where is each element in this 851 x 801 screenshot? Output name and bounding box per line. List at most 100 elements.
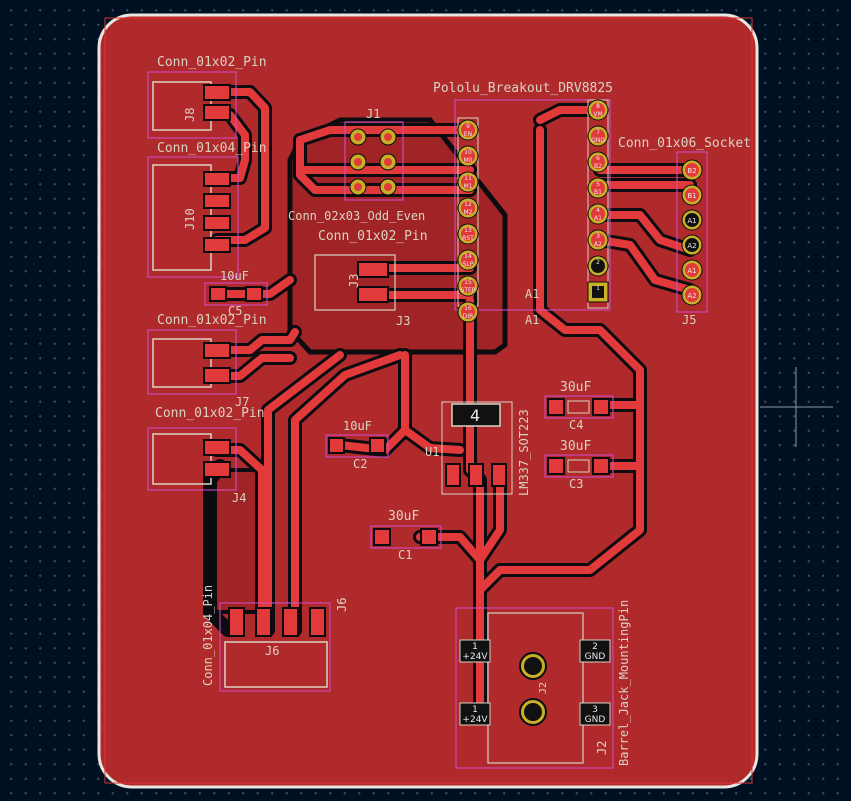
a1-pad-number: 15 <box>464 279 472 286</box>
j6-ref-label: J6 <box>265 644 279 658</box>
j1-value-label: Conn_02x03_Odd_Even <box>288 209 425 223</box>
j2-ref-label: J2 <box>595 741 609 755</box>
j2-pad-number: 3 <box>592 705 598 715</box>
c3-value-label: 30uF <box>560 439 591 454</box>
a1-pad-number: 12 <box>464 201 472 208</box>
a1-pad[interactable]: 6B2 <box>587 151 609 173</box>
footprint-j10[interactable]: Conn_01x04_Pin J10 <box>147 141 267 278</box>
j2-pad[interactable]: 1+24V <box>459 639 491 663</box>
footprint-a1[interactable]: Pololu_Breakout_DRV8825 A1 A1 9EN10M011M… <box>433 81 613 327</box>
j2-value-label: Barrel_Jack_MountingPin <box>617 600 631 766</box>
footprint-c2[interactable]: 10uF C2 <box>325 419 389 471</box>
j5-pad[interactable]: A1 <box>681 259 703 281</box>
board-bounding-box <box>104 17 753 784</box>
c1-ref-label: C1 <box>398 548 412 562</box>
footprint-j8[interactable]: Conn_01x02_Pin J8 <box>147 55 267 139</box>
j2-pad-net: +24V <box>462 715 488 725</box>
footprint-u1[interactable]: 4 LM337_SOT223 U1 <box>425 401 531 496</box>
j5-pad-net: B1 <box>687 192 696 200</box>
footprint-j1[interactable]: J1 Conn_02x03_Odd_Even <box>288 107 425 223</box>
a1-pad-number: 6 <box>596 155 600 162</box>
j2-pad-number: 1 <box>472 642 478 652</box>
j5-ref-label: J5 <box>682 313 696 327</box>
a1-value-label: Pololu_Breakout_DRV8825 <box>433 81 613 96</box>
j2-pad-net: GND <box>585 652 606 662</box>
j2-pad[interactable]: 1+24V <box>459 702 491 726</box>
a1-pad-number: 16 <box>464 305 472 312</box>
c1-value-label: 30uF <box>388 509 419 524</box>
c3-ref-label: C3 <box>569 477 583 491</box>
a1-pad-number: 1 <box>596 285 600 292</box>
j3-ref-label: J3 <box>396 314 410 328</box>
u1-value-label: LM337_SOT223 <box>517 409 531 496</box>
a1-pad-net: M0 <box>464 157 473 164</box>
j3-ref-label-side: J3 <box>347 274 361 288</box>
footprint-c1[interactable]: 30uF C1 <box>370 509 442 562</box>
j5-pad-net: B2 <box>687 167 696 175</box>
j5-pad-net: A2 <box>687 292 696 300</box>
j3-value-label: Conn_01x02_Pin <box>318 229 428 244</box>
a1-pad-number: 10 <box>464 149 472 156</box>
u1-tab-pad-label: 4 <box>470 406 480 425</box>
a1-pad-net: B1 <box>594 189 602 196</box>
j2-pad-number: 1 <box>472 705 478 715</box>
a1-pad-net: DIR <box>463 313 474 320</box>
j7-value-label: Conn_01x02_Pin <box>157 313 267 328</box>
a1-pad-number: 4 <box>596 207 600 214</box>
j8-ref-label: J8 <box>183 108 197 122</box>
footprint-c5[interactable]: 10uF C5 <box>204 269 268 318</box>
j2-ref-label-center: J2 <box>538 682 549 694</box>
j2-pad-net: +24V <box>462 652 488 662</box>
c4-ref-label: C4 <box>569 418 583 432</box>
j4-ref-label: J4 <box>232 491 246 505</box>
j5-pad[interactable]: B1 <box>681 184 703 206</box>
footprint-j6[interactable]: Conn_01x04_Pin J6 J6 <box>201 585 349 692</box>
a1-pad[interactable]: 2 <box>587 255 609 277</box>
j5-pad[interactable]: A2 <box>681 234 703 256</box>
j2-pad-net: GND <box>585 715 606 725</box>
a1-pad-number: 9 <box>466 123 470 130</box>
a1-pad[interactable]: 1 <box>587 281 609 303</box>
a1-pad[interactable]: 4A1 <box>587 203 609 225</box>
footprint-j7[interactable]: Conn_01x02_Pin J7 <box>147 313 267 409</box>
a1-pad-net: M1 <box>464 183 473 190</box>
footprint-c4[interactable]: 30uF C4 <box>544 380 614 432</box>
footprint-j4[interactable]: Conn_01x02_Pin J4 <box>147 406 265 505</box>
footprint-j3[interactable]: Conn_01x02_Pin J3 J3 <box>314 229 428 328</box>
a1-pad-number: 11 <box>464 175 472 182</box>
j5-pad-net: A1 <box>687 217 696 225</box>
footprint-c3[interactable]: 30uF C3 <box>544 439 614 491</box>
a1-pad[interactable]: 8VM <box>587 99 609 121</box>
a1-ref-label: A1 <box>525 287 539 301</box>
c5-ref-label: C5 <box>228 304 242 318</box>
j6-ref-label-side: J6 <box>335 598 349 612</box>
a1-pad-net: EN <box>464 131 472 138</box>
j5-pad[interactable]: A1 <box>681 209 703 231</box>
j5-pad[interactable]: B2 <box>681 159 703 181</box>
a1-pad[interactable]: 9EN <box>457 119 479 141</box>
j5-pad-net: A2 <box>687 242 696 250</box>
a1-pad-net: VM <box>593 111 602 118</box>
a1-pad[interactable]: 3A2 <box>587 229 609 251</box>
j5-pad[interactable]: A2 <box>681 284 703 306</box>
a1-pad[interactable]: 5B1 <box>587 177 609 199</box>
j2-pad-number: 2 <box>592 642 598 652</box>
j10-ref-label: J10 <box>183 208 197 230</box>
